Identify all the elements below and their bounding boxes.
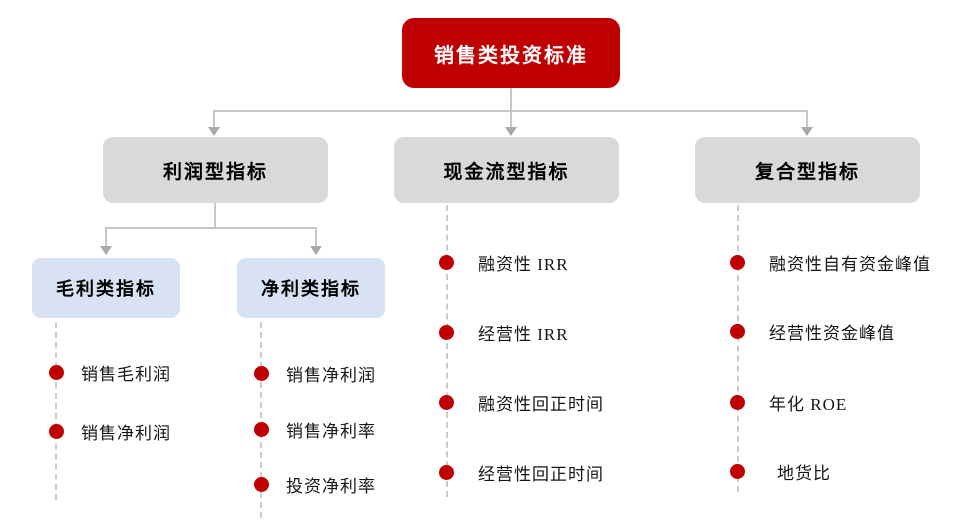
list-item: 经营性资金峰值 <box>730 320 895 343</box>
item-label: 融资性回正时间 <box>478 394 604 414</box>
item-label: 地货比 <box>777 463 831 483</box>
bullet-icon <box>254 476 269 492</box>
list-item: 经营性 IRR <box>439 321 569 344</box>
root-node-label: 销售类投资标准 <box>434 44 588 67</box>
item-label: 经营性资金峰值 <box>769 323 895 343</box>
bullet-icon <box>730 323 745 339</box>
list-item: 销售净利润 <box>49 420 171 443</box>
arrow-down-icon <box>310 246 322 255</box>
branch-node-cashflow: 现金流型指标 <box>394 137 619 203</box>
root-node: 销售类投资标准 <box>402 18 620 88</box>
branch-node-composite-label: 复合型指标 <box>754 161 860 183</box>
branch-node-cashflow-label: 现金流型指标 <box>443 161 570 183</box>
list-item: 销售净利润 <box>254 362 376 385</box>
connector-branch2-stub <box>510 110 512 129</box>
connector-level2-rail <box>105 227 317 229</box>
dashed-spine-gross <box>55 322 57 500</box>
bullet-icon <box>254 365 269 381</box>
sub-node-gross-profit-label: 毛利类指标 <box>56 279 156 299</box>
arrow-down-icon <box>801 127 813 136</box>
list-item: 融资性回正时间 <box>439 391 604 414</box>
connector-root-stem <box>510 88 512 111</box>
item-label: 经营性回正时间 <box>478 464 604 484</box>
arrow-down-icon <box>208 127 220 136</box>
bullet-icon <box>254 421 269 437</box>
item-label: 投资净利率 <box>286 476 376 496</box>
list-item: 经营性回正时间 <box>439 461 604 484</box>
item-label: 融资性自有资金峰值 <box>769 254 931 274</box>
bullet-icon <box>730 463 745 479</box>
sub-node-net-profit: 净利类指标 <box>237 258 385 318</box>
list-item: 年化 ROE <box>730 391 848 414</box>
dashed-spine-composite <box>737 205 739 492</box>
bullet-icon <box>439 254 454 270</box>
list-item: 融资性 IRR <box>439 251 569 274</box>
bullet-icon <box>49 364 64 380</box>
dashed-spine-net <box>260 322 262 518</box>
connector-branch3-stub <box>806 110 808 129</box>
bullet-icon <box>439 394 454 410</box>
list-item: 融资性自有资金峰值 <box>730 251 931 274</box>
bullet-icon <box>730 254 745 270</box>
connector-branch1-stub <box>213 110 215 129</box>
item-label: 融资性 IRR <box>478 254 569 274</box>
bullet-icon <box>730 394 745 410</box>
branch-node-profit: 利润型指标 <box>103 137 328 203</box>
list-item: 投资净利率 <box>254 473 376 496</box>
sub-node-net-profit-label: 净利类指标 <box>261 279 361 299</box>
dashed-spine-cashflow <box>446 205 448 497</box>
branch-node-composite: 复合型指标 <box>695 137 920 203</box>
bullet-icon <box>49 423 64 439</box>
item-label: 销售毛利润 <box>81 364 171 384</box>
connector-sub2-stub <box>315 227 317 248</box>
list-item: 销售毛利润 <box>49 361 171 384</box>
item-label: 年化 ROE <box>769 394 848 414</box>
item-label: 销售净利率 <box>286 421 376 441</box>
item-label: 经营性 IRR <box>478 324 569 344</box>
list-item: 地货比 <box>730 460 831 483</box>
item-label: 销售净利润 <box>81 423 171 443</box>
arrow-down-icon <box>100 246 112 255</box>
connector-profit-stem <box>214 203 216 229</box>
bullet-icon <box>439 464 454 480</box>
sub-node-gross-profit: 毛利类指标 <box>32 258 180 318</box>
item-label: 销售净利润 <box>286 365 376 385</box>
arrow-down-icon <box>505 127 517 136</box>
list-item: 销售净利率 <box>254 418 376 441</box>
connector-sub1-stub <box>105 227 107 248</box>
bullet-icon <box>439 324 454 340</box>
branch-node-profit-label: 利润型指标 <box>162 161 268 183</box>
